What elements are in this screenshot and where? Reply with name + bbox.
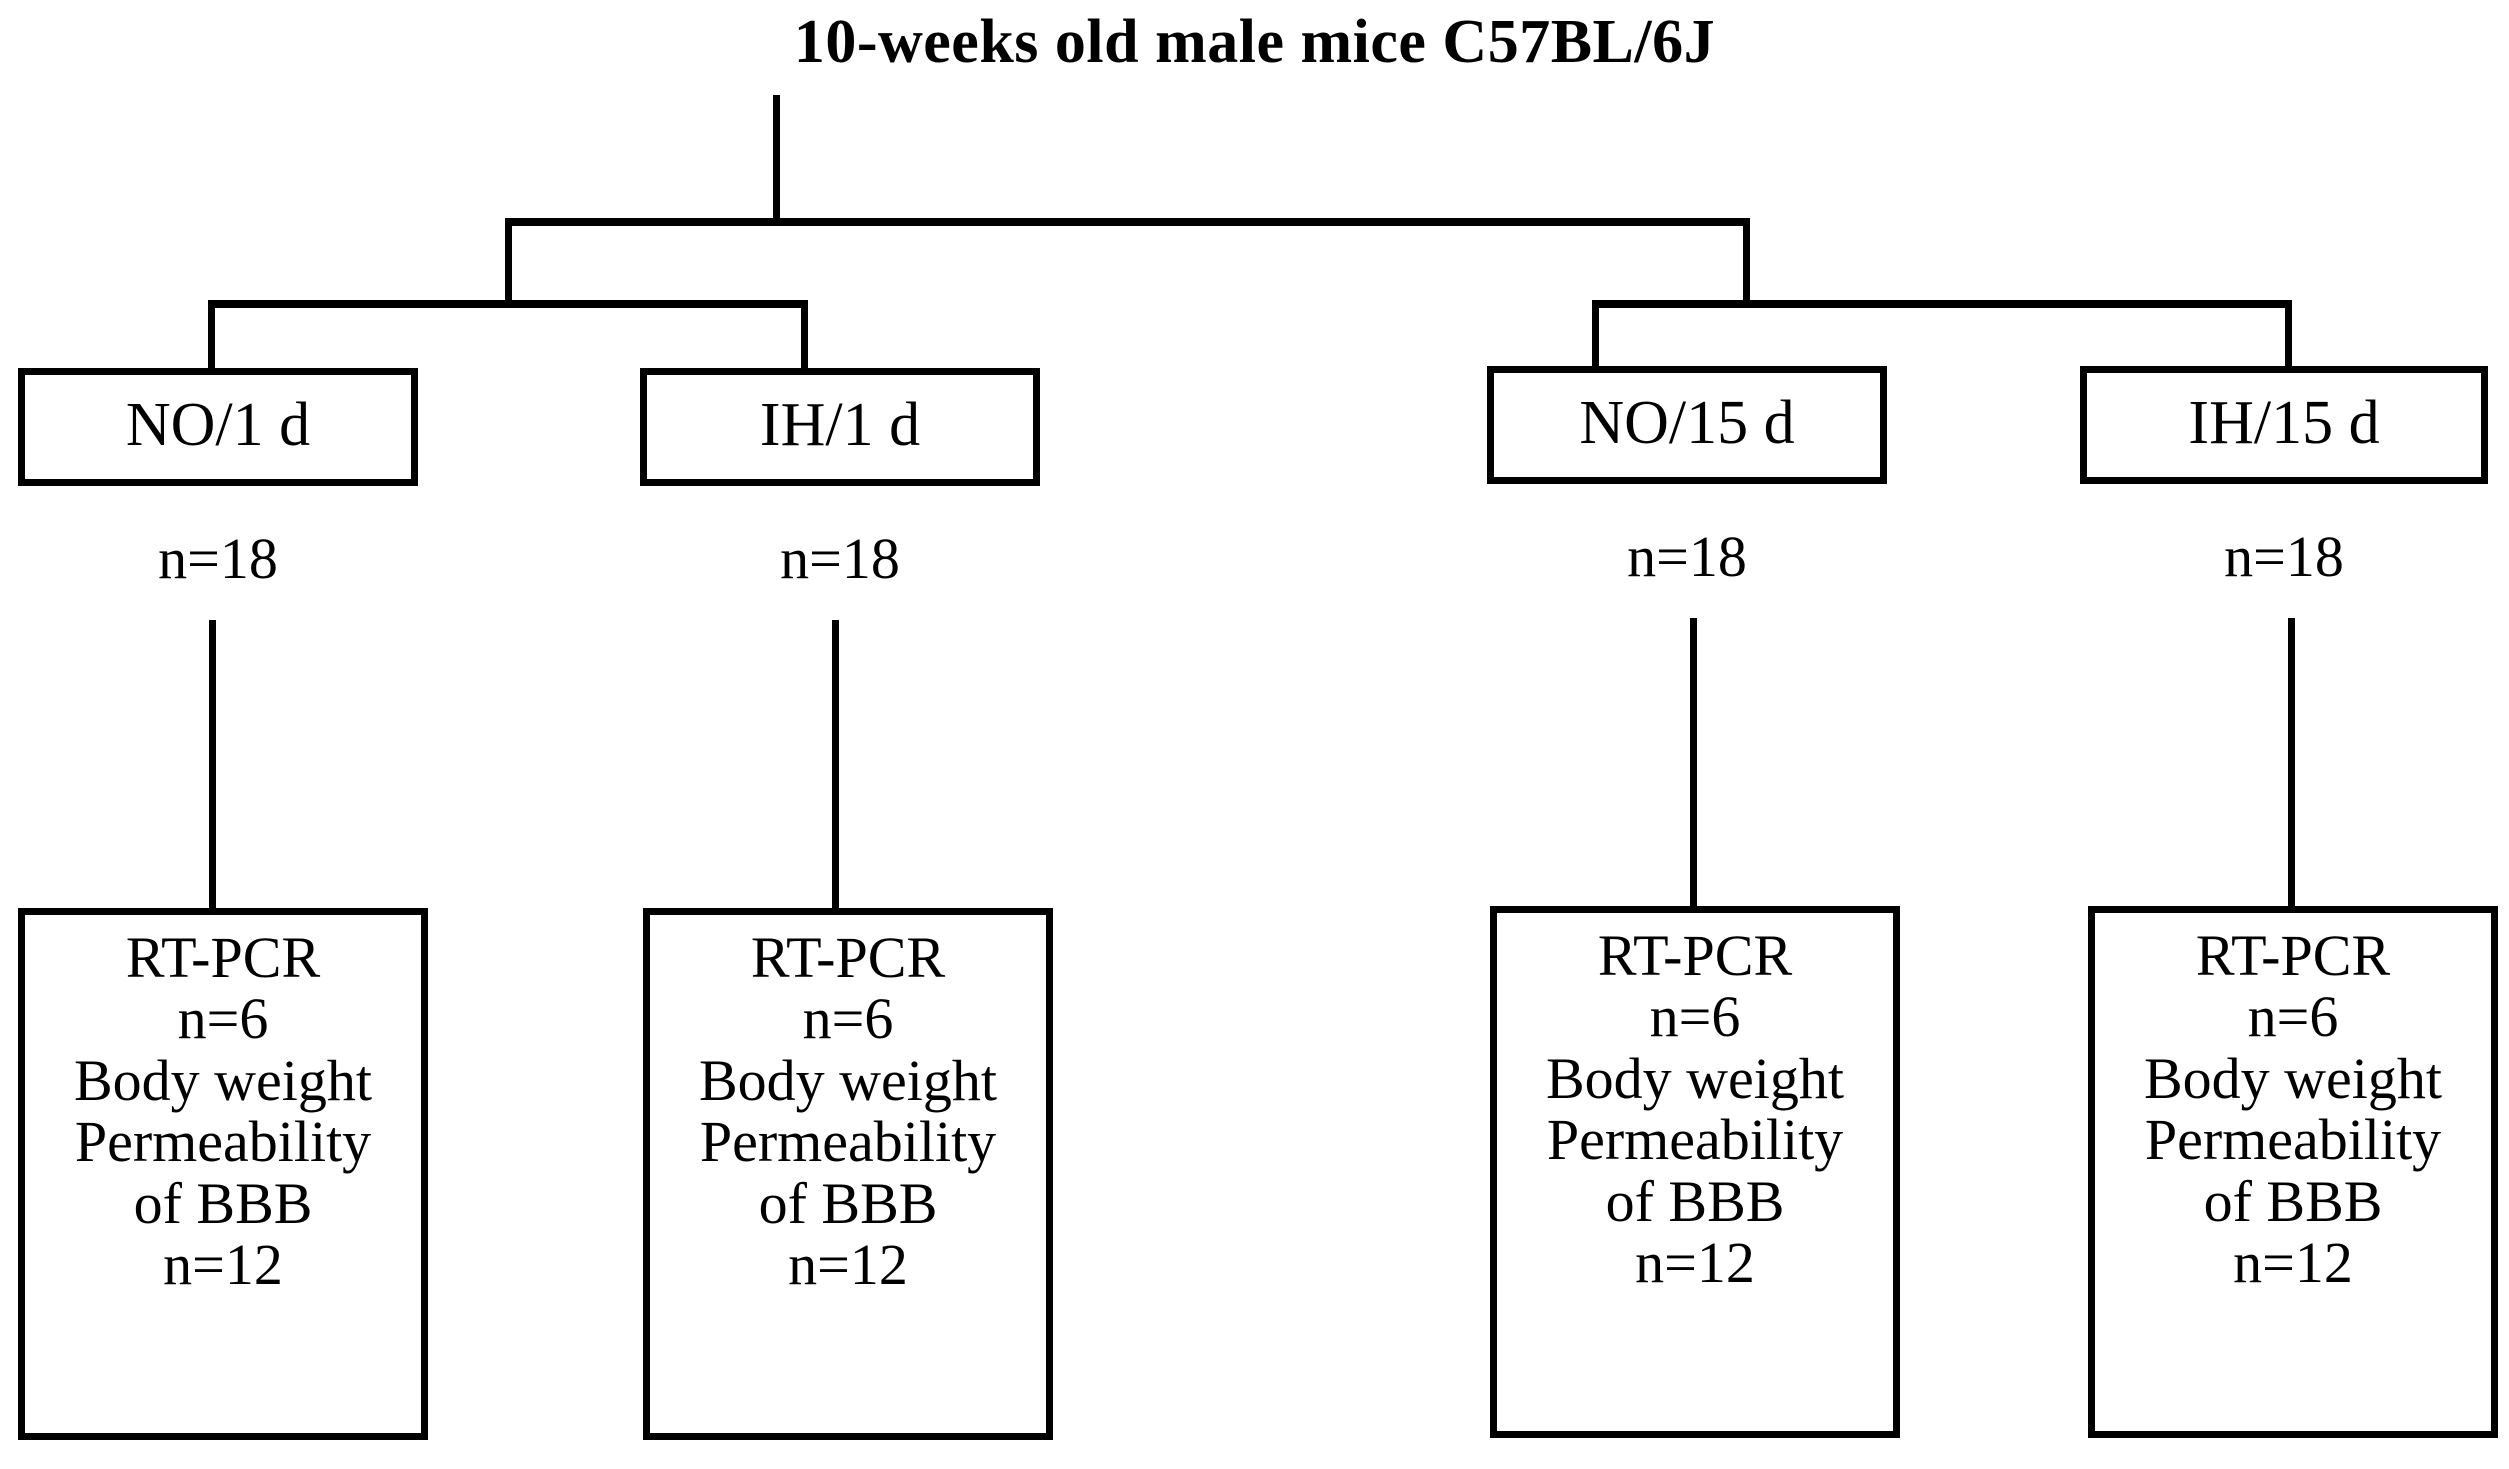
outcome-line-of-bbb: of BBB (133, 1170, 313, 1236)
page-title: 10-weeks old male mice C57BL/6J (793, 8, 1716, 76)
group-label: NO/15 d (1579, 389, 1795, 457)
connector-level2-left-bar (208, 300, 808, 308)
outcome-line-n-12: n=12 (2233, 1230, 2353, 1296)
outcome-line-n-6: n=6 (2247, 984, 2339, 1050)
outcome-line-permeability: Permeability (74, 1109, 372, 1175)
group-n-caption-2: n=18 (780, 526, 900, 591)
outcome-line-body-weight: Body weight (2143, 1045, 2443, 1111)
connector-group-to-outcome-3 (1690, 618, 1697, 910)
group-n-caption-3: n=18 (1627, 524, 1747, 589)
outcome-line-rt-pcr: RT-PCR (750, 925, 946, 990)
group-n-caption-1: n=18 (158, 526, 278, 591)
outcome-line-n-12: n=12 (1635, 1230, 1755, 1296)
connector-group-to-outcome-2 (832, 620, 839, 910)
group-box-no-15d[interactable]: NO/15 d (1487, 366, 1887, 484)
outcome-line-body-weight: Body weight (73, 1047, 373, 1113)
connector-drop-group-2 (801, 300, 808, 370)
group-label: IH/1 d (759, 391, 921, 459)
connector-group-to-outcome-4 (2288, 618, 2295, 910)
outcome-line-of-bbb: of BBB (1605, 1168, 1785, 1234)
outcome-line-n-6: n=6 (1649, 984, 1741, 1050)
outcome-line-n-6: n=6 (802, 986, 894, 1052)
outcome-line-n-12: n=12 (788, 1232, 908, 1298)
outcome-line-permeability: Permeability (2144, 1107, 2442, 1173)
outcome-line-rt-pcr: RT-PCR (2195, 923, 2391, 988)
outcome-line-rt-pcr: RT-PCR (1597, 923, 1793, 988)
outcome-line-permeability: Permeability (699, 1109, 997, 1175)
connector-level1-left-drop (505, 218, 512, 308)
connector-drop-group-4 (2285, 300, 2292, 370)
group-box-ih-1d[interactable]: IH/1 d (640, 368, 1040, 486)
group-n-caption-4: n=18 (2224, 524, 2344, 589)
connector-drop-group-1 (208, 300, 215, 370)
outcome-line-of-bbb: of BBB (2203, 1168, 2383, 1234)
group-label: IH/15 d (2188, 389, 2380, 457)
outcome-line-body-weight: Body weight (1545, 1045, 1845, 1111)
group-label: NO/1 d (125, 391, 311, 459)
connector-level2-right-bar (1592, 300, 2292, 308)
outcome-line-of-bbb: of BBB (758, 1170, 938, 1236)
connector-root-stem (773, 95, 780, 225)
outcome-box-ih-1d[interactable]: RT-PCR n=6 Body weight Permeability of B… (643, 908, 1053, 1440)
outcome-box-no-15d[interactable]: RT-PCR n=6 Body weight Permeability of B… (1490, 906, 1900, 1438)
connector-level1-right-drop (1743, 218, 1750, 308)
connector-group-to-outcome-1 (209, 620, 216, 910)
group-box-ih-15d[interactable]: IH/15 d (2080, 366, 2488, 484)
outcome-line-body-weight: Body weight (698, 1047, 998, 1113)
outcome-line-rt-pcr: RT-PCR (125, 925, 321, 990)
outcome-box-ih-15d[interactable]: RT-PCR n=6 Body weight Permeability of B… (2088, 906, 2498, 1438)
connector-drop-group-3 (1592, 300, 1599, 370)
outcome-line-permeability: Permeability (1546, 1107, 1844, 1173)
outcome-box-no-1d[interactable]: RT-PCR n=6 Body weight Permeability of B… (18, 908, 428, 1440)
group-box-no-1d[interactable]: NO/1 d (18, 368, 418, 486)
outcome-line-n-6: n=6 (177, 986, 269, 1052)
connector-level1-bar (505, 218, 1750, 226)
outcome-line-n-12: n=12 (163, 1232, 283, 1298)
